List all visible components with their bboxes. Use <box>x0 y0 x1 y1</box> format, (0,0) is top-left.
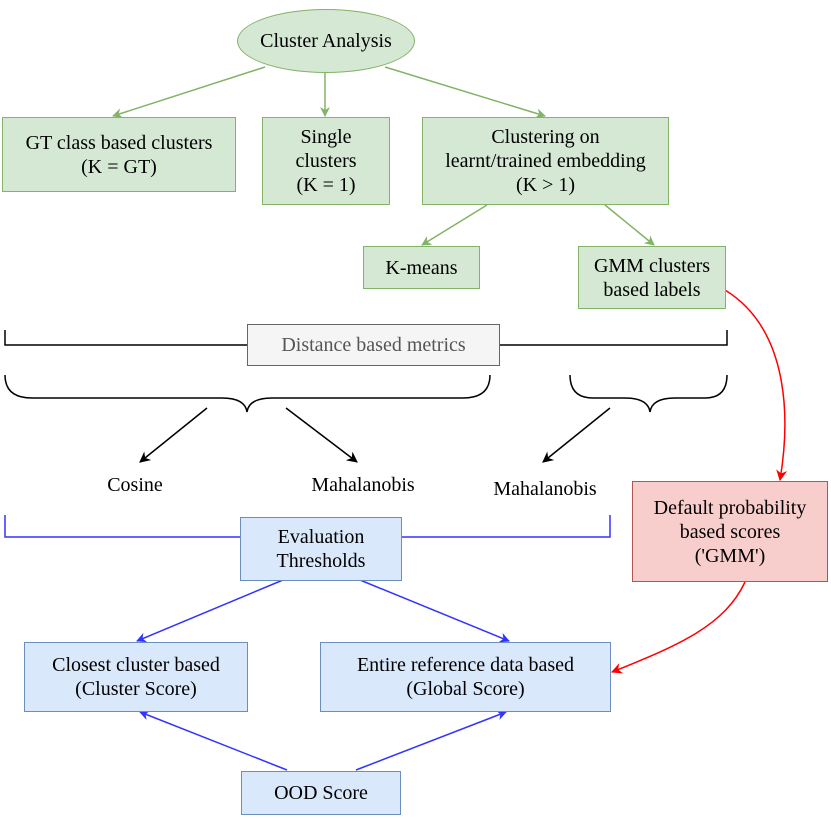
gt-clusters-line-1: GT class based clusters <box>25 131 213 154</box>
mahalanobis-left-label: Mahalanobis <box>311 474 415 496</box>
cosine-label: Cosine <box>107 474 163 496</box>
default-probability-node: Default probability based scores ('GMM') <box>632 481 828 582</box>
gt-clusters-node: GT class based clusters (K = GT) <box>2 117 236 192</box>
clustering-embedding-line-3: (K > 1) <box>515 174 576 196</box>
arrow-to-entire-reference <box>359 579 510 643</box>
arrow-to-mahalanobis-right <box>542 407 611 463</box>
arrow-gmm-to-default-probability <box>724 289 788 482</box>
cluster-analysis-node: Cluster Analysis <box>237 9 415 73</box>
evaluation-bracket <box>4 515 611 538</box>
clustering-embedding-line-2: learnt/trained embedding <box>445 150 646 172</box>
gt-clusters-line-2: (K = GT) <box>81 155 157 178</box>
clustering-embedding-line-1: Clustering on <box>491 126 600 148</box>
entire-reference-line-1: Entire reference data based <box>356 654 575 676</box>
cluster-analysis-label: Cluster Analysis <box>260 30 392 52</box>
kmeans-node: K-means <box>363 246 480 289</box>
right-curly-brace <box>569 374 728 413</box>
closest-cluster-node: Closest cluster based (Cluster Score) <box>24 642 248 712</box>
evaluation-thresholds-line-2: Thresholds <box>276 550 366 572</box>
distance-metrics-bracket <box>4 330 728 346</box>
evaluation-thresholds-node: Evaluation Thresholds <box>240 517 402 581</box>
ood-score-label: OOD Score <box>274 782 368 804</box>
arrow-to-kmeans <box>421 204 488 246</box>
arrow-to-mahalanobis-left <box>285 407 358 463</box>
closest-cluster-line-2: (Cluster Score) <box>75 678 197 700</box>
arrow-ood-to-closest <box>139 710 288 771</box>
evaluation-thresholds-line-1: Evaluation <box>277 526 365 548</box>
distance-metrics-label: Distance based metrics <box>281 334 466 356</box>
gmm-labels-line-2: based labels <box>603 278 701 301</box>
arrow-ood-to-entire <box>355 710 507 771</box>
clustering-embedding-node: Clustering on learnt/trained embedding (… <box>422 117 669 205</box>
gmm-labels-node: GMM clusters based labels <box>578 246 726 309</box>
distance-metrics-node: Distance based metrics <box>247 324 500 366</box>
entire-reference-line-2: (Global Score) <box>406 678 525 700</box>
entire-reference-node: Entire reference data based (Global Scor… <box>320 642 611 712</box>
ood-score-node: OOD Score <box>241 771 401 815</box>
single-clusters-line-1: Single <box>300 126 352 148</box>
left-curly-brace <box>4 374 491 413</box>
arrow-to-cosine <box>139 407 208 463</box>
single-clusters-line-3: (K = 1) <box>296 174 356 196</box>
gmm-labels-line-1: GMM clusters <box>593 254 711 277</box>
default-probability-line-3: ('GMM') <box>694 544 766 567</box>
arrow-to-gt-clusters <box>112 66 266 118</box>
single-clusters-line-2: clusters <box>295 150 357 172</box>
kmeans-label: K-means <box>385 256 458 279</box>
single-clusters-node: Single clusters (K = 1) <box>262 117 390 205</box>
default-probability-line-1: Default probability <box>653 496 807 519</box>
arrow-default-probability-to-entire <box>610 581 746 674</box>
closest-cluster-line-1: Closest cluster based <box>52 654 220 676</box>
default-probability-line-2: based scores <box>679 520 781 543</box>
mahalanobis-right-label: Mahalanobis <box>493 478 597 500</box>
arrow-to-gmm-labels <box>604 204 655 246</box>
arrow-to-closest-cluster <box>136 579 284 643</box>
arrow-to-clustering-embedding <box>384 66 546 119</box>
